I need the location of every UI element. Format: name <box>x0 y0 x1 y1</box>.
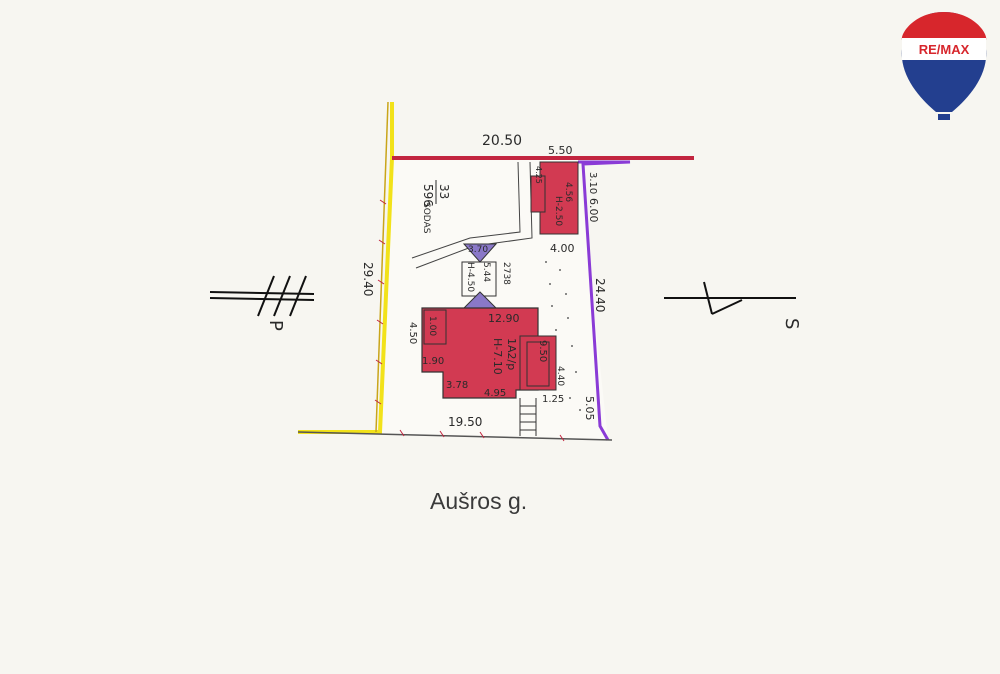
compass-west-letter: P <box>265 320 286 331</box>
parcel-denominator: 596 <box>421 184 435 207</box>
yard-hatching <box>545 261 581 411</box>
compass-east <box>664 281 796 315</box>
side-block <box>519 335 557 391</box>
street-label: Aušros g. <box>430 488 528 514</box>
steps <box>519 398 537 436</box>
remax-logo: RE/MAX <box>901 12 987 120</box>
dim-bottom: 19.50 <box>448 415 482 429</box>
ne-shed-inner <box>530 175 546 213</box>
bld-w-top: 12.90 <box>488 312 520 325</box>
remax-wordmark: RE/MAX <box>919 42 970 57</box>
dim-right-upper-b: 6.00 <box>587 198 600 223</box>
small-block-top-triangle <box>462 243 498 263</box>
dim-left: 29.40 <box>361 262 375 296</box>
boundary-bottom <box>297 431 613 441</box>
boundary-yellow <box>298 102 394 434</box>
dim-inner: 4.00 <box>550 242 575 255</box>
dim-path: 1.25 <box>542 394 564 405</box>
bld-d-left: 4.50 <box>407 322 418 344</box>
small-block-a: 3.70 <box>468 245 488 255</box>
bld-code: 1A2/p <box>505 338 518 370</box>
bld-w-bottom: 4.95 <box>484 388 506 399</box>
small-block-h: H-4.50 <box>465 262 475 292</box>
side-block-inner <box>526 341 550 387</box>
parcel-numerator: 33 <box>437 184 451 199</box>
dim-right-upper-a: 3.10 <box>587 172 598 194</box>
dim-top: 20.50 <box>482 133 522 149</box>
ne-shed-b: H-2.50 <box>553 196 563 226</box>
boundary-yellow-shadow <box>375 101 389 433</box>
small-block-code: 2738 <box>501 262 511 285</box>
ne-shed <box>539 161 579 235</box>
bld-d-bottom-left: 3.78 <box>446 380 468 391</box>
ne-shed-c: 4.25 <box>534 166 543 184</box>
side-block-a: 9.50 <box>537 340 548 362</box>
compass-east-letter: S <box>781 318 802 329</box>
boundary-purple <box>578 160 631 441</box>
left-annex <box>423 309 447 345</box>
left-annex-label: 1.00 <box>427 316 437 336</box>
compass-west <box>209 275 315 317</box>
bld-height: H-7.10 <box>491 338 504 375</box>
bld-d-left2: 1.90 <box>422 356 444 367</box>
dim-right-lower: 5.05 <box>583 396 596 421</box>
side-block-b: 4.40 <box>555 366 565 386</box>
fence-marks <box>374 199 565 442</box>
main-building <box>421 307 539 399</box>
sodas-label: SODAS <box>421 202 431 234</box>
ne-shed-a: 4.56 <box>563 182 573 202</box>
dim-right: 24.40 <box>593 278 607 312</box>
dim-top-right: 5.50 <box>548 144 573 157</box>
small-block-b: 5.44 <box>481 262 491 282</box>
